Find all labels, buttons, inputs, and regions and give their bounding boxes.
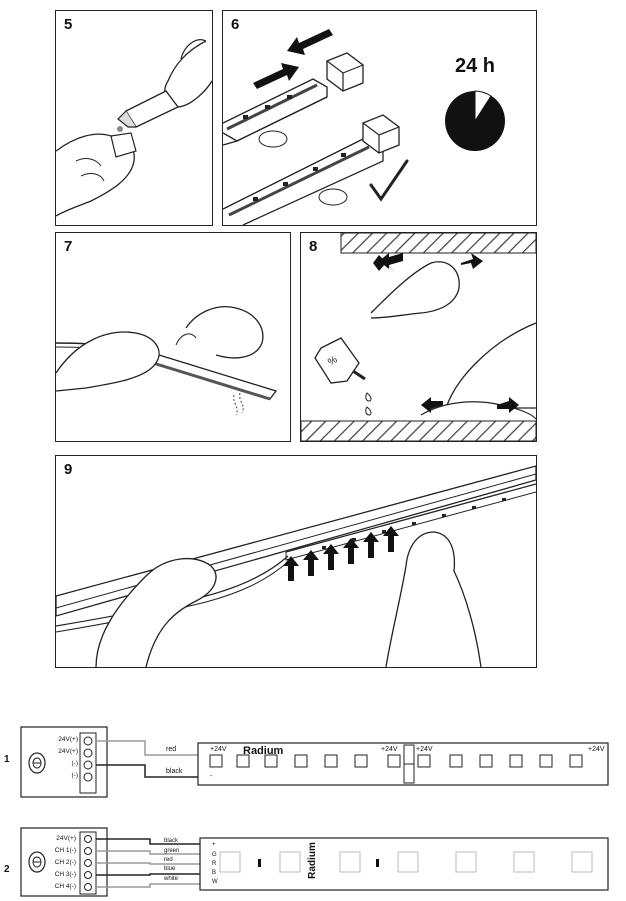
terminal-label: 24V(+) [58,748,78,755]
terminal-label: 24V(+) [58,736,78,743]
plus-label: +24V [210,746,227,753]
channel-letter: B [212,870,217,876]
strip-mounting-illustration [56,465,536,667]
step-number: 9 [64,461,73,478]
glue-application-illustration [56,39,212,217]
circuit-number: 2 [4,864,10,875]
channel-letter: W [212,879,218,885]
duration-label: 24 h [455,55,496,77]
wiring-diagram-2 [20,827,609,897]
step-6-panel: 6 24 h [222,10,537,226]
step-9-panel: 9 [55,455,537,668]
step-number: 8 [309,238,318,255]
channel-letter: G [212,852,217,858]
step-number: 5 [64,16,73,33]
terminal-label: (-) [71,772,79,779]
surface-cleaning-illustration: % [301,233,536,441]
terminal-label: 24V(+) [56,835,76,842]
adhesive-tape-illustration [56,306,278,416]
wire-label-black: black [164,838,179,844]
wiring-diagram-1 [20,726,609,798]
brand-label: Radium [306,842,318,879]
wire-label-black: black [166,768,183,775]
plus-label: +24V [588,746,605,753]
brand-label: Radium [243,745,284,757]
step-number: 6 [231,16,240,33]
wire-label-blue: blue [164,866,176,872]
step-8-panel: 8 % [300,232,537,442]
step-7-panel: 7 [55,232,291,442]
wire-label-red: red [166,746,177,753]
wire-label-red: red [164,857,173,863]
plus-label: +24V [381,746,398,753]
channel-letter: R [212,861,217,867]
end-cap-illustration [223,29,505,225]
step-number: 7 [64,238,73,255]
minus-label: - [210,773,213,780]
wire-label-green: green [164,848,180,854]
terminal-label: CH 2(-) [54,859,76,866]
plus-label: +24V [416,746,433,753]
terminal-label: (-) [71,760,79,767]
terminal-label: CH 3(-) [54,871,76,878]
wire-label-white: white [164,876,179,882]
terminal-label: CH 4(-) [54,883,76,890]
channel-letter: + [212,842,216,848]
circuit-number: 1 [4,754,10,765]
step-5-panel: 5 [55,10,213,226]
terminal-label: CH 1(-) [54,847,76,854]
